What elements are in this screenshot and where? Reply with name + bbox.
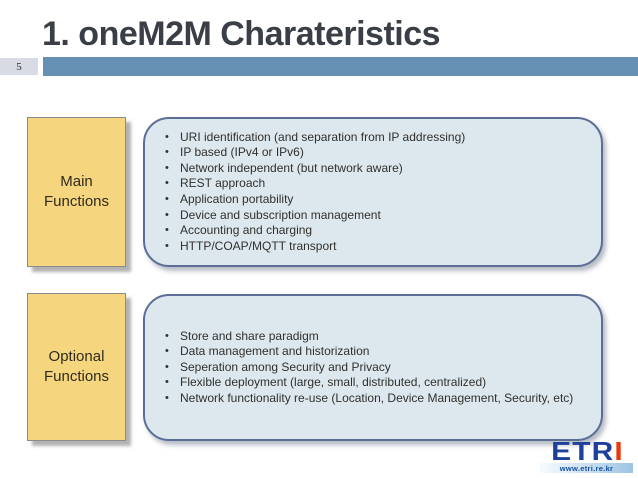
bullet-item: HTTP/COAP/MQTT transport (165, 239, 465, 255)
bullet-item: Network independent (but network aware) (165, 161, 465, 177)
label-box-main-functions: Main Functions (27, 117, 126, 267)
etri-logo: ETRI www.etri.re.kr (540, 438, 635, 473)
callout-optional-functions: Store and share paradigm Data management… (143, 294, 603, 441)
bullet-item: Network functionality re-use (Location, … (165, 391, 573, 407)
etri-logo-text: ETRI (533, 438, 638, 464)
bullet-item: IP based (IPv4 or IPv6) (165, 145, 465, 161)
bullet-item: Application portability (165, 192, 465, 208)
etri-logo-url-band: www.etri.re.kr (540, 463, 633, 473)
etri-logo-red-letter: I (614, 436, 624, 466)
bullet-item: URI identification (and separation from … (165, 130, 465, 146)
bullet-item: Device and subscription management (165, 208, 465, 224)
slide-title: 1. oneM2M Charateristics (42, 15, 441, 53)
page-number: 5 (0, 58, 38, 75)
main-functions-bullet-list: URI identification (and separation from … (145, 130, 479, 255)
title-accent-bar (43, 57, 638, 76)
optional-functions-bullet-list: Store and share paradigm Data management… (145, 329, 587, 407)
label-box-main-functions-text: Main Functions (43, 172, 110, 210)
label-box-optional-functions-text: Optional Functions (43, 347, 110, 385)
bullet-item: Seperation among Security and Privacy (165, 360, 573, 376)
bullet-item: Flexible deployment (large, small, distr… (165, 375, 573, 391)
callout-main-functions: URI identification (and separation from … (143, 117, 603, 267)
bullet-item: Accounting and charging (165, 223, 465, 239)
bullet-item: REST approach (165, 176, 465, 192)
bullet-item: Data management and historization (165, 344, 573, 360)
label-box-optional-functions: Optional Functions (27, 293, 126, 441)
bullet-item: Store and share paradigm (165, 329, 573, 345)
etri-logo-blue-letters: ETR (551, 436, 615, 466)
